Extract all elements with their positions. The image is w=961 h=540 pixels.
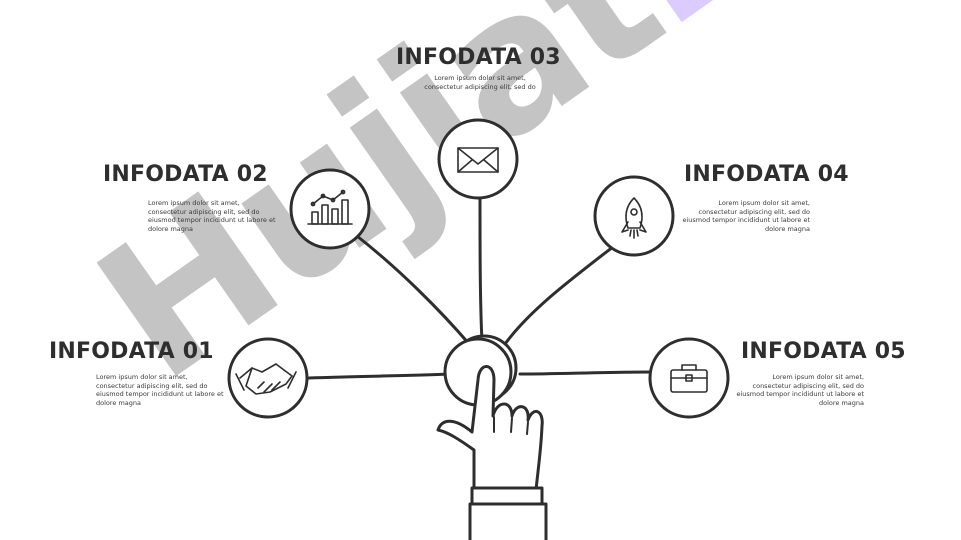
node-title-04: INFODATA 04 — [684, 162, 849, 187]
node-desc-03: Lorem ipsum dolor sit amet, consectetur … — [424, 74, 536, 91]
connector-01 — [307, 372, 452, 380]
connector-04 — [503, 241, 620, 346]
node-title-02: INFODATA 02 — [103, 162, 268, 187]
node-desc-04: Lorem ipsum dolor sit amet, consectetur … — [682, 199, 810, 233]
connector-05 — [518, 370, 652, 376]
finger-crease — [493, 416, 529, 435]
node-circle-04 — [593, 175, 675, 257]
briefcase-icon — [670, 364, 708, 393]
pointing-hand-icon — [436, 365, 544, 492]
node-title-01: INFODATA 01 — [49, 339, 214, 364]
node-desc-05: Lorem ipsum dolor sit amet, consectetur … — [736, 373, 864, 407]
bar-chart-icon — [307, 189, 353, 225]
node-circle-01 — [227, 337, 309, 419]
node-circle-03 — [437, 118, 519, 200]
handshake-icon — [235, 363, 297, 395]
connector-03 — [478, 196, 484, 344]
node-title-03: INFODATA 03 — [396, 45, 561, 70]
node-title-05: INFODATA 05 — [741, 339, 906, 364]
rocket-icon — [621, 197, 647, 239]
node-desc-01: Lorem ipsum dolor sit amet, consectetur … — [96, 373, 224, 407]
node-desc-02: Lorem ipsum dolor sit amet, consectetur … — [148, 199, 276, 233]
envelope-icon — [457, 147, 499, 173]
node-circle-02 — [289, 168, 371, 250]
connector-02 — [355, 234, 472, 347]
sleeve-arm — [468, 502, 548, 540]
sleeve — [470, 486, 544, 506]
